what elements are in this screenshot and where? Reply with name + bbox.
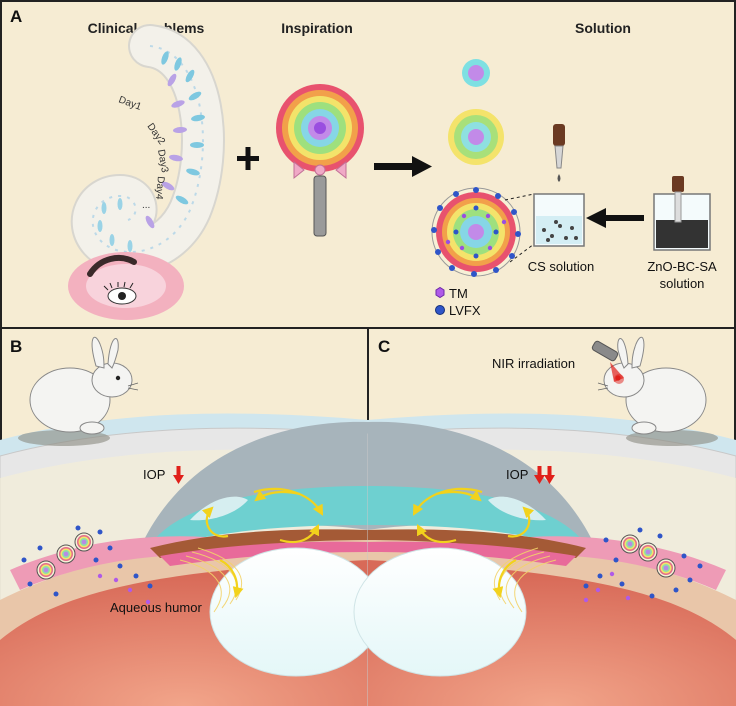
panel-b: IOP Aqueous humor B <box>0 336 383 706</box>
day4-label: Day4 <box>153 176 166 201</box>
eye-icon <box>68 252 184 320</box>
laser-icon <box>591 340 624 384</box>
aqueous-flow-arrows-c <box>412 487 535 599</box>
particle <box>620 534 640 554</box>
iop-arrow-down-c <box>534 466 555 484</box>
particle <box>74 532 94 552</box>
panel-b-label: B <box>10 337 22 356</box>
particle <box>56 544 76 564</box>
zoom-line-1 <box>504 193 535 201</box>
panel-c-label: C <box>378 337 390 356</box>
particle <box>638 542 658 562</box>
lvfx-legend-label: LVFX <box>449 303 481 318</box>
znO-label: ZnO-BC-SA <box>647 259 717 274</box>
arrow-icon <box>374 156 432 177</box>
panel-c: NIR irradiation IOP C <box>353 336 736 706</box>
arrow-icon-left <box>586 208 644 228</box>
aqueous-humor-label: Aqueous humor <box>110 600 202 615</box>
plus-icon <box>237 147 259 170</box>
lollipop-icon <box>276 84 364 237</box>
rabbit-icon-c <box>597 336 718 446</box>
lvfx-legend-icon <box>435 305 445 315</box>
heading-inspiration: Inspiration <box>281 20 353 36</box>
iop-label-b: IOP <box>143 467 165 482</box>
heading-solution: Solution <box>575 20 631 36</box>
particle <box>36 560 56 580</box>
lens-c <box>353 547 527 677</box>
particle-final <box>431 187 521 277</box>
rabbit-icon <box>18 336 139 446</box>
tm-legend-icon <box>435 286 445 299</box>
legend: TM LVFX <box>435 286 481 318</box>
panel-a-label: A <box>10 7 22 26</box>
iop-arrow-down-b <box>173 466 184 484</box>
znO-solution-label: solution <box>660 276 705 291</box>
cs-solution-label: CS solution <box>528 259 594 274</box>
aqueous-flow-arrows <box>201 487 324 599</box>
eyedrop-strip: Day1 Day2 Day3 Day4 ... <box>70 24 225 274</box>
particle-core <box>462 59 490 87</box>
zoom-line-2 <box>509 243 535 263</box>
day-more-label: ... <box>142 200 150 211</box>
iop-label-c: IOP <box>506 467 528 482</box>
dropper-icon <box>553 124 565 182</box>
particle-layered <box>448 109 504 165</box>
beaker-icon <box>533 193 585 247</box>
particle <box>656 558 676 578</box>
tm-legend-label: TM <box>449 286 468 301</box>
beaker-icon-znO <box>653 176 711 251</box>
day3-label: Day3 <box>155 149 170 174</box>
nir-label: NIR irradiation <box>492 356 575 371</box>
